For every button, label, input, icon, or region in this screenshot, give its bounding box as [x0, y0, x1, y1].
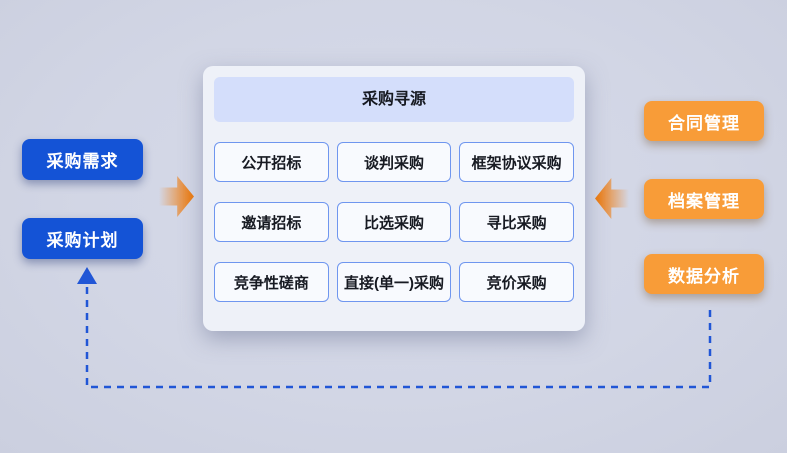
method-open-tender[interactable]: 公开招标	[214, 142, 329, 182]
arrowhead-up-icon	[77, 267, 97, 284]
method-negotiation-procurement[interactable]: 谈判采购	[336, 142, 452, 182]
method-inquiry-comparison-procurement[interactable]: 寻比采购	[459, 202, 574, 242]
method-bidding-procurement[interactable]: 竞价采购	[459, 262, 574, 302]
node-data-analysis[interactable]: 数据分析	[644, 254, 764, 294]
node-procurement-demand[interactable]: 采购需求	[22, 139, 143, 180]
node-archive-management[interactable]: 档案管理	[644, 179, 764, 219]
node-contract-management[interactable]: 合同管理	[644, 101, 764, 141]
sourcing-card: 采购寻源 公开招标 谈判采购 框架协议采购 邀请招标 比选采购 寻比采购 竞争性…	[203, 66, 585, 331]
method-competitive-consultation[interactable]: 竞争性磋商	[214, 262, 329, 302]
sourcing-method-grid: 公开招标 谈判采购 框架协议采购 邀请招标 比选采购 寻比采购 竞争性磋商 直接…	[214, 142, 574, 302]
method-direct-single-source-procurement[interactable]: 直接(单一)采购	[336, 262, 452, 302]
flow-arrow-right-icon	[159, 176, 194, 217]
method-invited-tender[interactable]: 邀请招标	[214, 202, 329, 242]
method-comparative-selection-procurement[interactable]: 比选采购	[336, 202, 452, 242]
node-procurement-plan[interactable]: 采购计划	[22, 218, 143, 259]
sourcing-card-title: 采购寻源	[214, 77, 574, 122]
flow-arrow-left-icon	[595, 178, 629, 219]
method-framework-agreement-procurement[interactable]: 框架协议采购	[459, 142, 574, 182]
